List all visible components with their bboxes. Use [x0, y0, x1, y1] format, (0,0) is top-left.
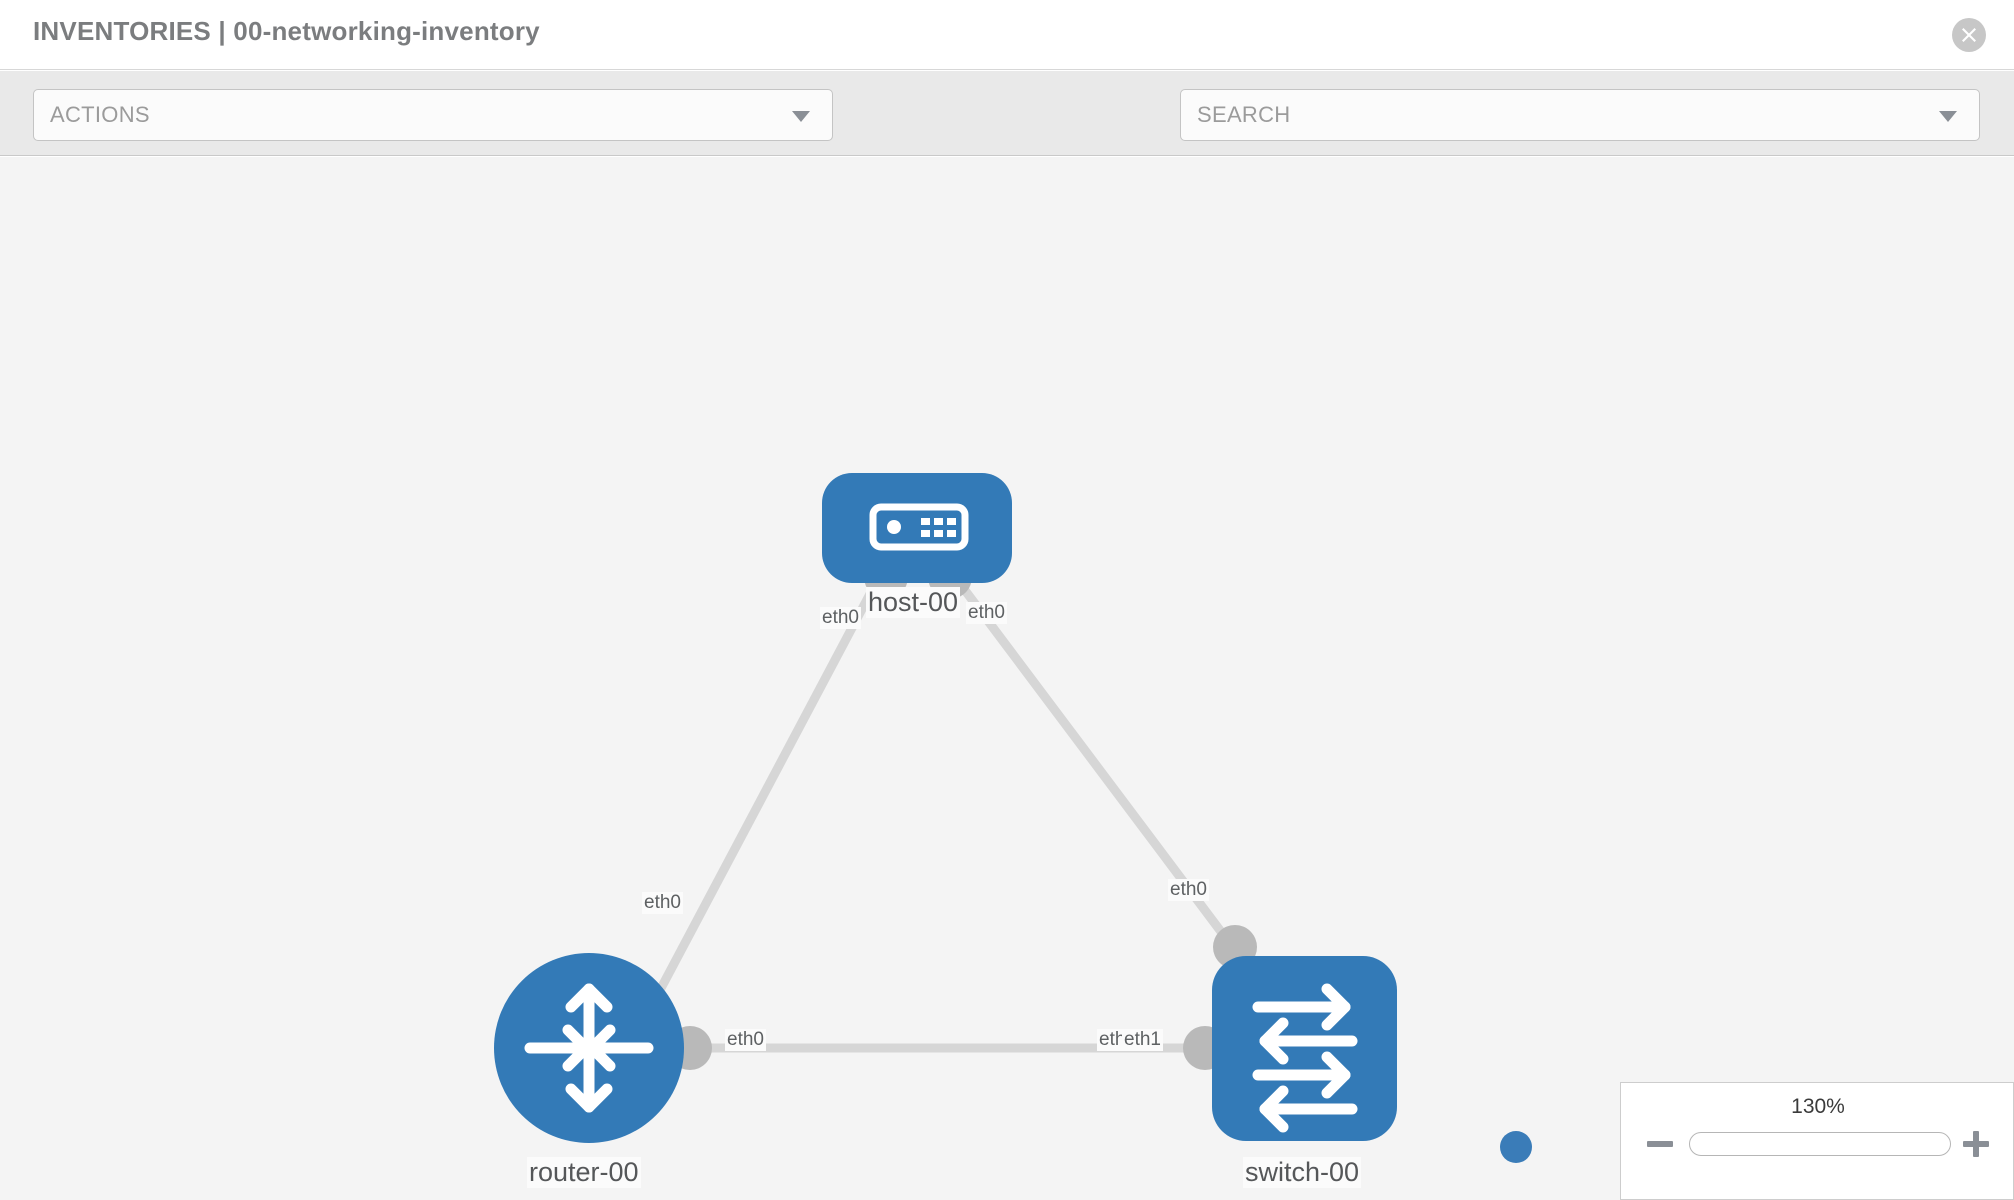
toolbar: ACTIONS SEARCH: [0, 71, 2014, 201]
iface-label: eth0: [966, 602, 1007, 624]
topology-canvas[interactable]: host-00 router-00 switch-00 eth0 eth0 et…: [0, 157, 2014, 1200]
server-icon: [869, 503, 969, 551]
iface-label: eth0: [725, 1029, 766, 1051]
node-host-00: [822, 473, 1012, 583]
topology-graph: [494, 473, 1397, 1143]
zoom-control-panel: 130%: [1620, 1082, 2014, 1200]
iface-label: eth1: [1122, 1029, 1163, 1051]
minus-icon[interactable]: [1643, 1127, 1677, 1161]
chevron-down-icon: [792, 111, 810, 122]
search-input[interactable]: SEARCH: [1180, 89, 1980, 141]
iface-label: eth0: [820, 607, 861, 629]
zoom-slider-thumb[interactable]: [1500, 1131, 1532, 1163]
node-label-router-00: router-00: [527, 1157, 641, 1188]
switch-arrows-icon: [1252, 983, 1358, 1133]
actions-dropdown-label: ACTIONS: [50, 102, 150, 127]
node-label-switch-00: switch-00: [1243, 1157, 1362, 1188]
edge-host00-router00: [646, 574, 883, 1012]
node-label-host-00: host-00: [866, 587, 961, 618]
actions-dropdown[interactable]: ACTIONS: [33, 89, 833, 141]
iface-label: eth0: [1168, 879, 1209, 901]
page-header: INVENTORIES | 00-networking-inventory: [0, 0, 2014, 70]
zoom-level-value: 130%: [1791, 1095, 1845, 1118]
topology-edges: [646, 574, 1244, 1053]
iface-label: eth0: [642, 892, 683, 914]
search-placeholder: SEARCH: [1197, 102, 1291, 127]
node-switch-00: [1212, 956, 1397, 1141]
close-icon[interactable]: [1952, 18, 1986, 52]
router-arrows-icon: [524, 983, 654, 1113]
chevron-down-icon: [1939, 111, 1957, 122]
page-title: INVENTORIES | 00-networking-inventory: [33, 16, 540, 46]
zoom-slider-track[interactable]: [1689, 1132, 1951, 1156]
iface-label: eth: [1097, 1029, 1128, 1051]
node-router-00: [494, 953, 684, 1143]
plus-icon[interactable]: [1959, 1127, 1993, 1161]
